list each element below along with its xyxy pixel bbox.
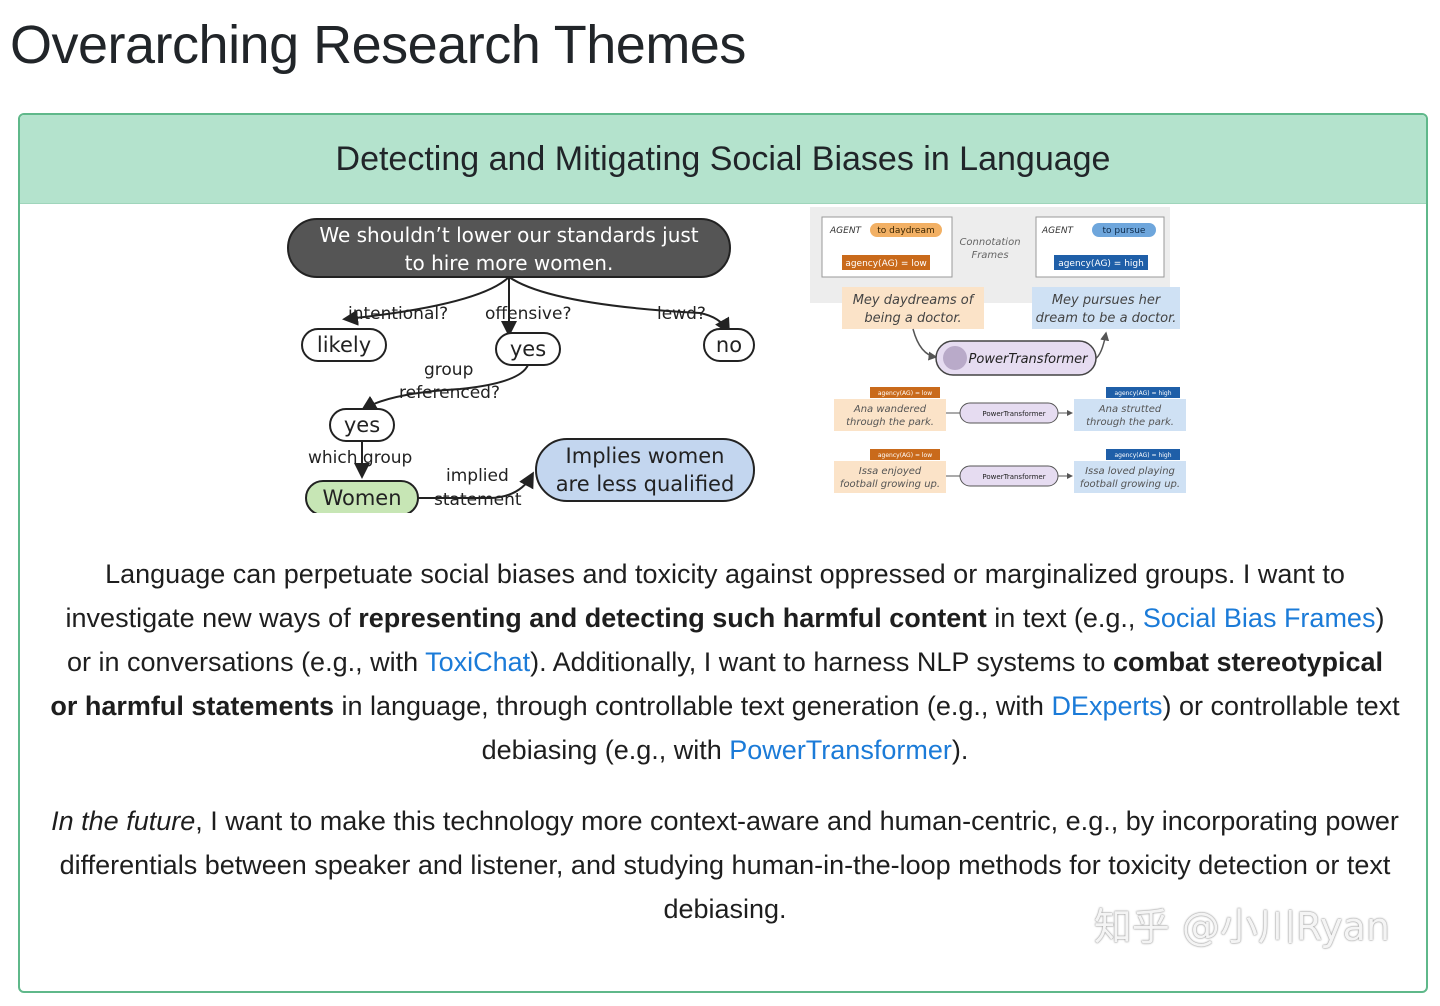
ex1-agency-low-tag — [870, 387, 940, 398]
ex1-model-name: PowerTransformer — [982, 410, 1045, 418]
ex2-target-line2: football growing up. — [1080, 479, 1180, 490]
ex2-target-line1: Issa loved playing — [1085, 466, 1175, 477]
implied-statement-line1: Implies women — [566, 444, 725, 468]
implied-statement-line2: are less qualified — [556, 472, 735, 496]
ex2-agency-high-tag — [1106, 449, 1180, 460]
ex1-source-line1: Ana wandered — [853, 404, 927, 415]
implied-statement-box — [535, 438, 755, 502]
ex2-model-name: PowerTransformer — [982, 473, 1045, 481]
p1-bold-detecting: representing and detecting such harmful … — [358, 603, 987, 633]
research-paragraph-1: Language can perpetuate social biases an… — [50, 552, 1400, 772]
research-theme-card: Detecting and Mitigating Social Biases i… — [18, 113, 1428, 993]
question-intentional: intentional? — [348, 304, 448, 324]
ex1-source-box — [834, 399, 946, 431]
p1-text-5: in language, through controllable text g… — [333, 691, 1052, 721]
powertransformer-link[interactable]: PowerTransformer — [729, 735, 952, 765]
target-sentence-line2: dream to be a doctor. — [1036, 311, 1177, 326]
connotation-label-line2: Frames — [971, 250, 1008, 261]
ex1-target-box — [1074, 399, 1186, 431]
source-sentence-box — [842, 287, 984, 329]
p1-text-3: ) or in conversations (e.g., with — [66, 603, 1385, 677]
agency-low-tag — [842, 255, 930, 270]
target-sentence-box — [1032, 287, 1180, 329]
verb-low: to daydream — [877, 226, 935, 236]
source-sentence-line1: Mey daydreams of — [853, 293, 976, 308]
agency-high: agency(AG) = high — [1058, 259, 1144, 269]
social-bias-frames-figure: We shouldn’t lower our standards just to… — [287, 218, 755, 513]
question-group-line2: referenced? — [399, 383, 500, 403]
agency-low: agency(AG) = low — [845, 259, 926, 269]
source-sentence-line2: being a doctor. — [864, 311, 961, 326]
ex2-source-line2: football growing up. — [840, 479, 940, 490]
research-paragraph-2: In the future, I want to make this techn… — [50, 799, 1400, 931]
question-offensive: offensive? — [485, 304, 571, 324]
ex2-agency-low: agency(AG) = low — [878, 452, 932, 459]
question-implied-line1: implied — [446, 466, 509, 486]
p1-text-4: ). Additionally, I want to harness NLP s… — [530, 647, 1113, 677]
ex1-source-line2: through the park. — [846, 417, 934, 428]
p2-italic-future: In the future — [51, 806, 196, 836]
agent-low-label: AGENT — [829, 226, 863, 236]
answer-likely-box — [301, 328, 387, 362]
p1-text-6: ) or controllable text debiasing (e.g., … — [481, 691, 1400, 765]
toxichat-link[interactable]: ToxiChat — [425, 647, 531, 677]
p1-text-2: in text (e.g., — [986, 603, 1143, 633]
watermark: 知乎 @小川Ryan — [1093, 905, 1390, 949]
card-header: Detecting and Mitigating Social Biases i… — [20, 115, 1426, 204]
agency-high-tag — [1054, 255, 1148, 270]
question-implied-line2: statement — [434, 490, 522, 510]
ex1-target-line2: through the park. — [1086, 417, 1174, 428]
root-statement-line2: to hire more women. — [405, 251, 614, 275]
ex1-agency-high-tag — [1106, 387, 1180, 398]
p2-text-1: , I want to make this technology more co… — [59, 806, 1399, 924]
ex2-agency-high: agency(AG) = high — [1114, 452, 1171, 459]
connotation-label-line1: Connotation — [959, 237, 1020, 248]
card-title: Detecting and Mitigating Social Biases i… — [335, 139, 1111, 178]
p1-text-7: ). — [951, 735, 969, 765]
target-sentence-line1: Mey pursues her — [1052, 293, 1162, 308]
ex1-agency-low: agency(AG) = low — [878, 390, 932, 397]
question-which-group: which group — [308, 448, 412, 468]
answer-yes-offensive: yes — [510, 337, 546, 361]
ex1-target-line1: Ana strutted — [1098, 404, 1162, 415]
root-statement-line1: We shouldn’t lower our standards just — [319, 223, 698, 247]
p1-bold-combat: combat stereotypical or harmful statemen… — [50, 647, 1384, 721]
answer-likely: likely — [317, 333, 371, 357]
answer-women: Women — [322, 486, 401, 510]
verb-low-pill — [870, 223, 942, 237]
ex2-target-box — [1074, 461, 1186, 493]
verb-high-pill — [1092, 223, 1156, 237]
ex2-agency-low-tag — [870, 449, 940, 460]
answer-no: no — [716, 333, 742, 357]
agent-high-label: AGENT — [1041, 226, 1075, 236]
model-box — [935, 340, 1097, 376]
ex1-agency-high: agency(AG) = high — [1114, 390, 1171, 397]
verb-high: to pursue — [1103, 226, 1146, 236]
page-title: Overarching Research Themes — [10, 15, 746, 75]
powertransformer-figure: AGENT to daydream agency(AG) = low Conno… — [810, 207, 1186, 493]
question-group-line1: group — [424, 360, 473, 380]
model-icon — [943, 346, 967, 370]
ex2-source-line1: Issa enjoyed — [859, 466, 922, 477]
question-lewd: lewd? — [657, 304, 706, 324]
answer-no-box — [703, 328, 755, 362]
answer-yes-group: yes — [344, 413, 380, 437]
model-name: PowerTransformer — [969, 352, 1090, 367]
p1-text-1: Language can perpetuate social biases an… — [65, 559, 1345, 633]
social-bias-frames-link[interactable]: Social Bias Frames — [1142, 603, 1376, 633]
dexperts-link[interactable]: DExperts — [1051, 691, 1163, 721]
ex2-source-box — [834, 461, 946, 493]
